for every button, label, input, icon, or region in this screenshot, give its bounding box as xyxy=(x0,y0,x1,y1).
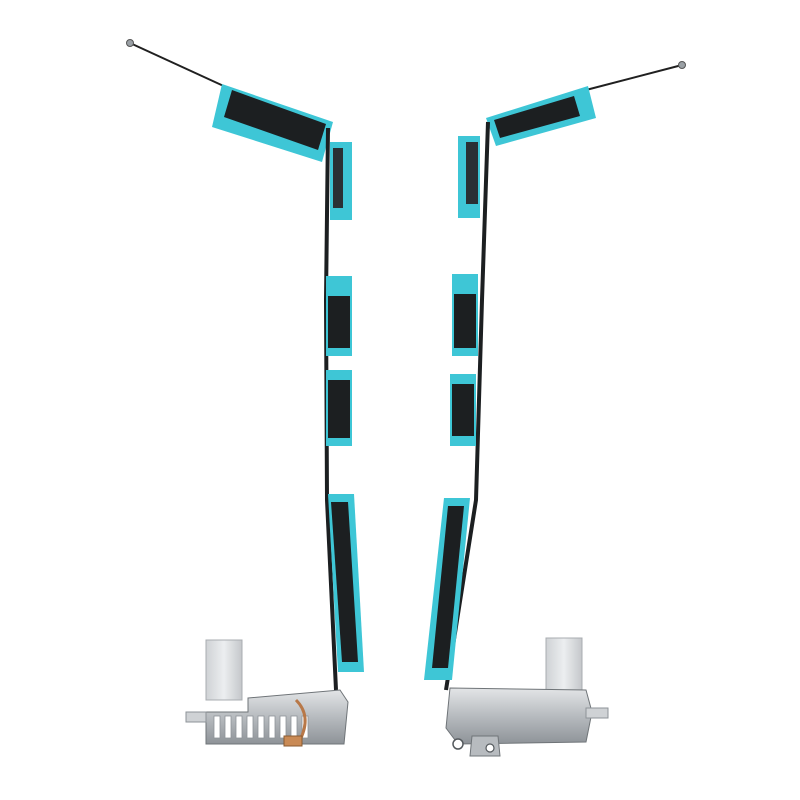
left-antenna-cable xyxy=(126,39,364,747)
right-top-flex-segment xyxy=(494,96,580,138)
right-middle-flex-segment-2 xyxy=(452,384,474,436)
right-coax-connector xyxy=(678,61,686,69)
left-upper-flex-segment xyxy=(333,148,343,208)
right-coax-wire xyxy=(585,64,683,91)
left-bracket-tab xyxy=(185,711,207,723)
right-flex-spine xyxy=(444,121,490,691)
left-coax-wire xyxy=(129,42,229,89)
left-copper-contact xyxy=(283,735,303,747)
left-lower-flex-segment xyxy=(331,502,358,662)
left-middle-flex-segment-2 xyxy=(328,380,350,438)
left-top-flex-segment xyxy=(224,90,326,150)
right-lower-flex-segment xyxy=(432,506,464,668)
right-bracket-screw-hole xyxy=(452,738,464,750)
left-middle-flex-segment-1 xyxy=(328,296,350,348)
left-bracket-upright-plate xyxy=(205,639,243,701)
right-upper-flex-segment xyxy=(466,142,478,204)
right-metal-bracket xyxy=(445,637,609,757)
right-bracket-tab xyxy=(585,707,609,719)
right-bracket-screw-hole-2 xyxy=(485,743,495,753)
right-bracket-foot xyxy=(469,735,501,757)
left-coax-connector xyxy=(126,39,134,47)
right-antenna-cable xyxy=(424,61,686,757)
left-metal-bracket xyxy=(185,639,349,747)
right-bracket-body xyxy=(445,687,593,745)
left-bracket-vent-slots xyxy=(213,715,309,739)
right-middle-flex-segment-1 xyxy=(454,294,476,348)
